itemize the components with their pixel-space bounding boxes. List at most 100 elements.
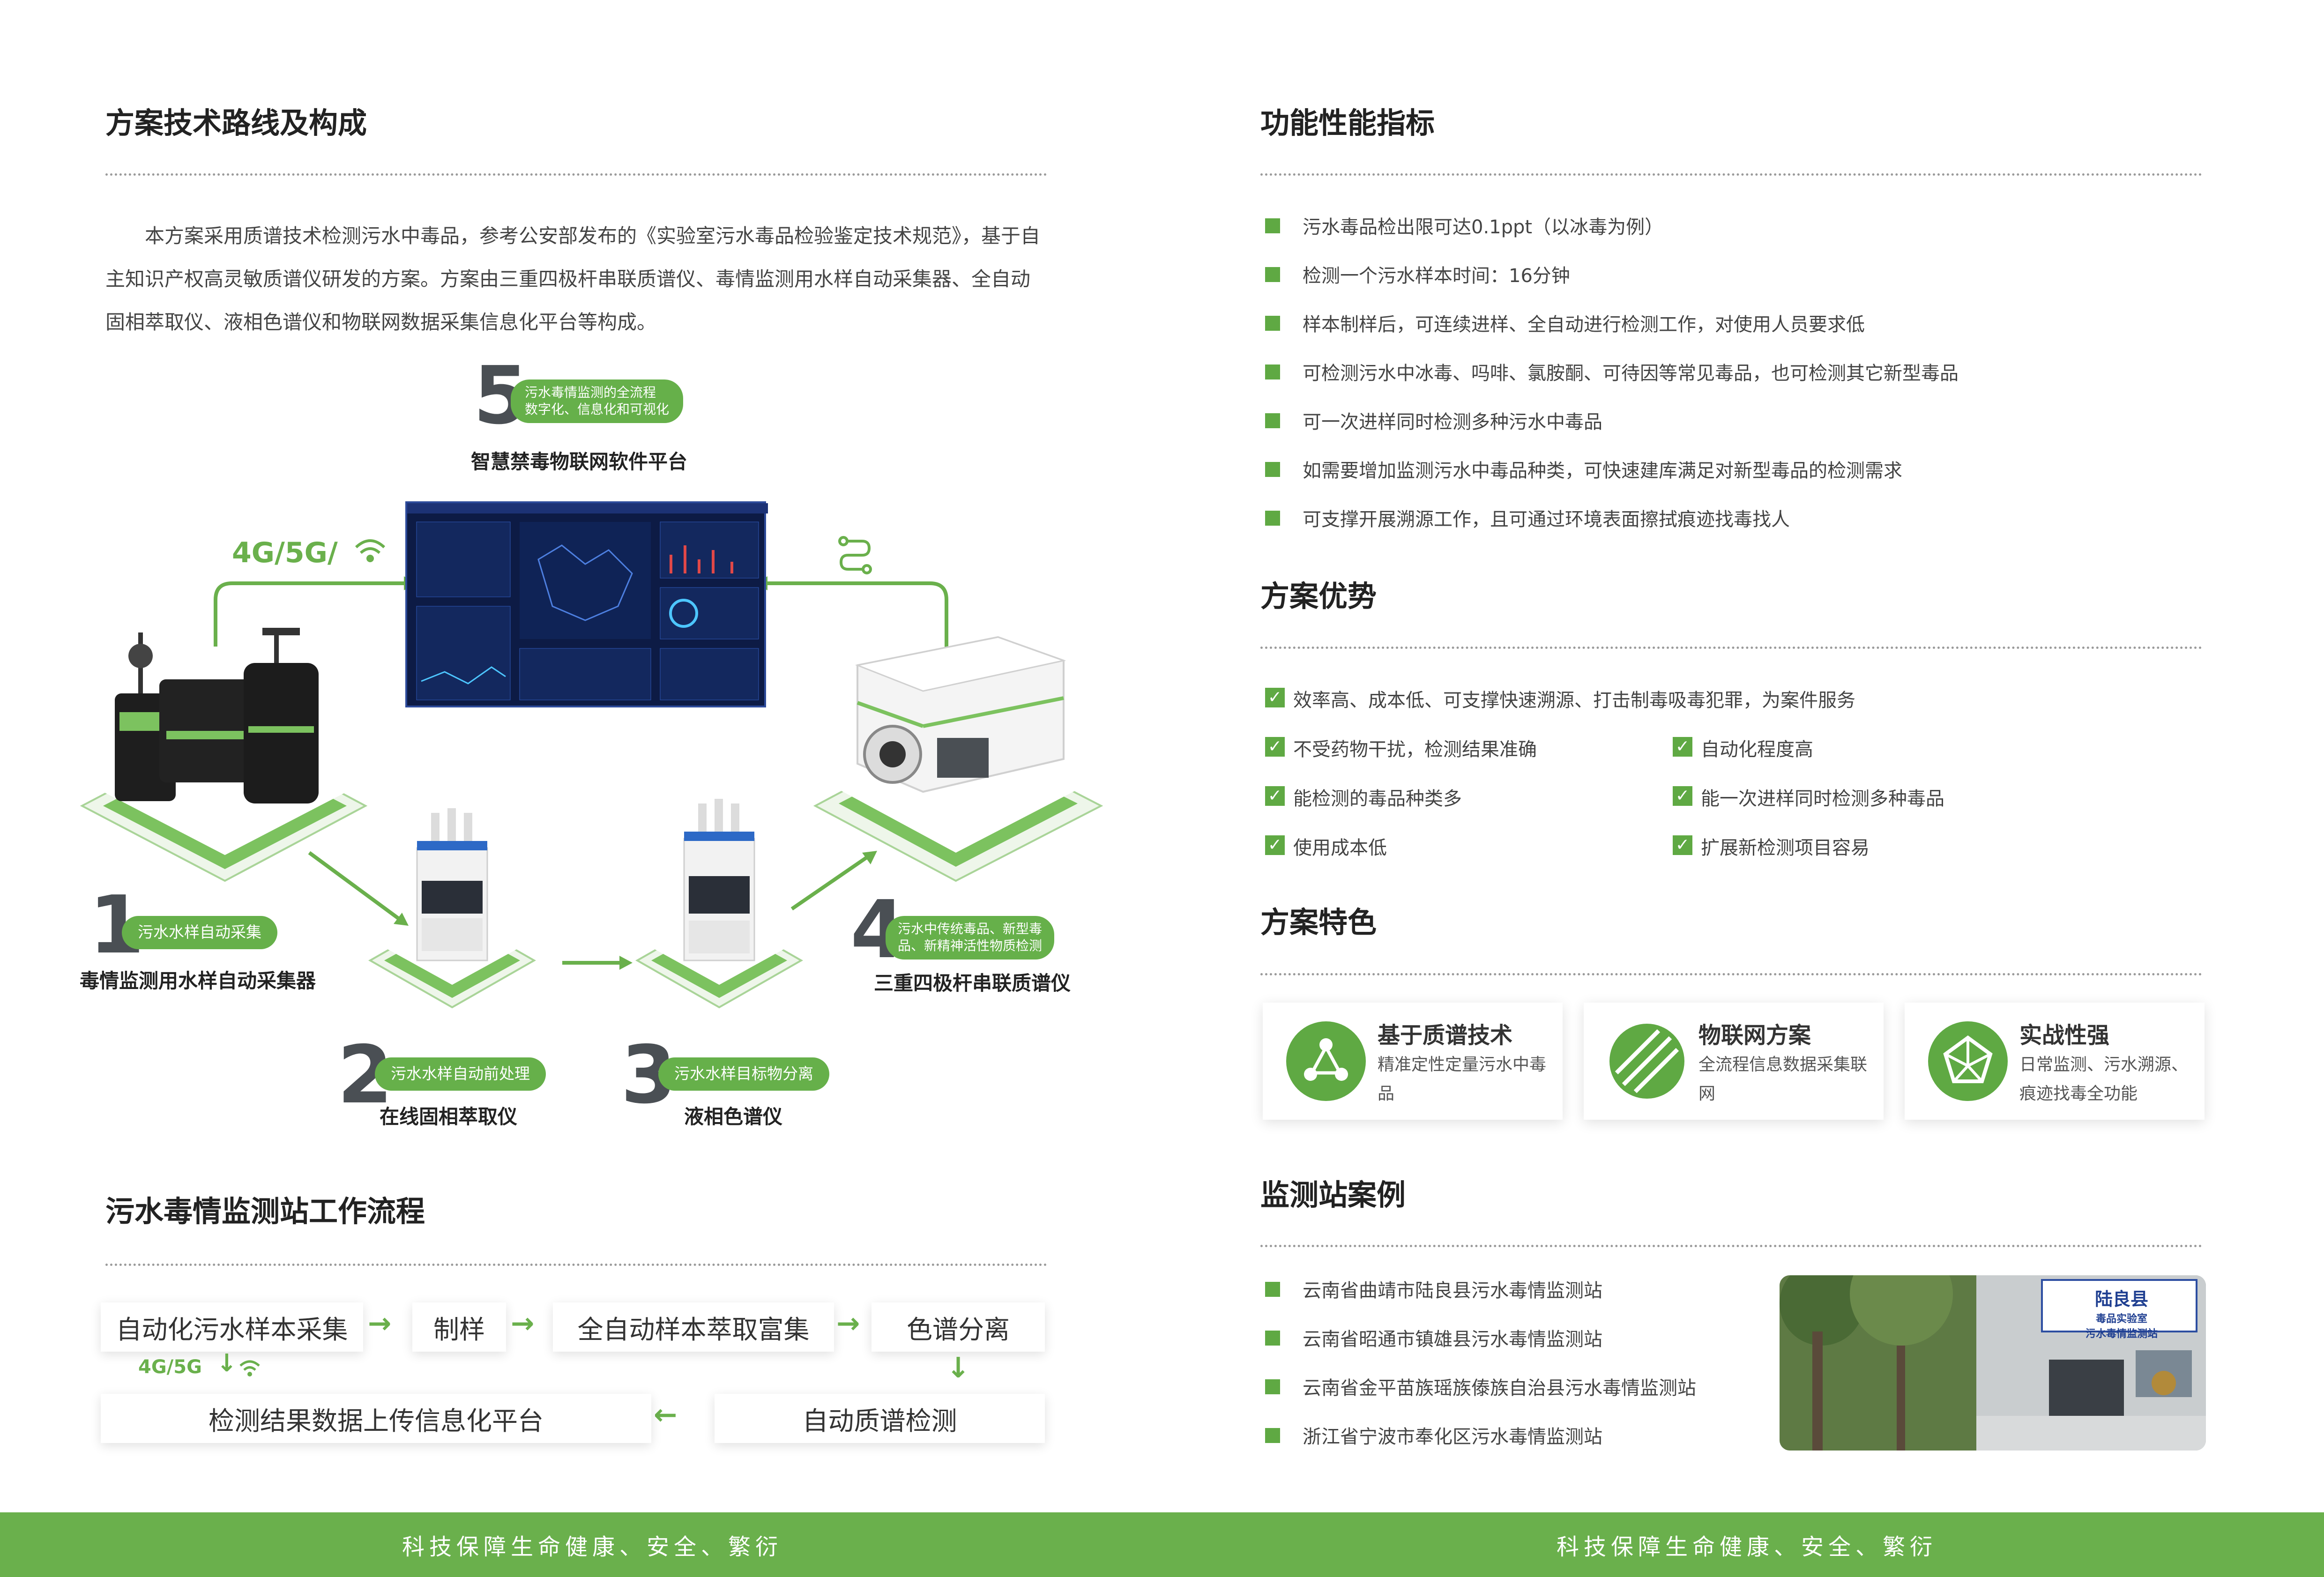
workflow-step-upload: 检测结果数据上传信息化平台 (101, 1394, 651, 1443)
link-icon (838, 536, 872, 574)
divider (105, 173, 1047, 176)
advantage-item: ✓效率高、成本低、可支撑快速溯源、打击制毒吸毒犯罪，为案件服务 (1265, 685, 1855, 712)
section-title-performance: 功能性能指标 (1260, 106, 1435, 140)
water-sampler-device (115, 628, 319, 803)
arrow-down-icon: ↓ (946, 1352, 970, 1384)
check-icon: ✓ (1673, 835, 1692, 855)
check-icon: ✓ (1673, 737, 1692, 757)
footer-slogan-right: 科技保障生命健康、安全、繁衍 (1557, 1534, 1937, 1560)
case-item: 浙江省宁波市奉化区污水毒情监测站 (1265, 1421, 1696, 1470)
arrow-right-icon: → (511, 1307, 535, 1340)
advantage-item: ✓能检测的毒品种类多 (1265, 783, 1462, 811)
advantage-item: ✓自动化程度高 (1673, 734, 1813, 761)
platform-dashboard-screen (405, 501, 768, 707)
section-title-workflow: 污水毒情监测站工作流程 (105, 1194, 425, 1228)
stage-tag-5-line1: 污水毒情监测的全流程 (525, 385, 656, 400)
bullet-square-icon (1265, 267, 1280, 282)
arrow-right-icon: → (368, 1307, 392, 1340)
case-item: 云南省金平苗族瑶族傣族自治县污水毒情监测站 (1265, 1373, 1696, 1421)
advantage-item: ✓不受药物干扰，检测结果准确 (1265, 734, 1537, 761)
wifi-icon (239, 1360, 260, 1376)
feature-desc: 全流程信息数据采集联网 (1698, 1055, 1868, 1103)
workflow-step-ms-detection: 自动质谱检测 (715, 1394, 1045, 1443)
liquid-chromatograph (683, 799, 755, 961)
performance-item: 可支撑开展溯源工作，且可通过环境表面擦拭痕迹找毒找人 (1265, 504, 1959, 553)
performance-item: 样本制样后，可连续进样、全自动进行检测工作，对使用人员要求低 (1265, 309, 1959, 358)
check-icon: ✓ (1265, 737, 1285, 757)
stage-tag-2: 污水水样自动前处理 (375, 1057, 546, 1091)
stage-name-4: 三重四极杆串联质谱仪 (874, 972, 1071, 995)
stage-tag-5-line2: 数字化、信息化和可视化 (525, 402, 670, 417)
workflow-step-extraction: 全自动样本萃取富集 (553, 1302, 834, 1352)
section-title-cases: 监测站案例 (1260, 1178, 1406, 1212)
workflow-step-prep: 制样 (412, 1302, 506, 1352)
pentagon-star-icon (1928, 1021, 2008, 1101)
bullet-square-icon (1265, 364, 1280, 379)
stage-name-5: 智慧禁毒物联网软件平台 (471, 450, 688, 473)
section-title-tech-route: 方案技术路线及构成 (105, 106, 367, 140)
molecule-icon (1286, 1021, 1366, 1101)
case-item: 云南省曲靖市陆良县污水毒情监测站 (1265, 1275, 1696, 1324)
performance-item: 可一次进样同时检测多种污水中毒品 (1265, 407, 1959, 455)
bullet-square-icon (1265, 1282, 1280, 1297)
performance-item: 如需要增加监测污水中毒品种类，可快速建库满足对新型毒品的检测需求 (1265, 455, 1959, 504)
advantage-item: ✓扩展新检测项目容易 (1673, 833, 1870, 860)
performance-list: 污水毒品检出限可达0.1ppt（以冰毒为例） 检测一个污水样本时间：16分钟 样… (1265, 212, 1959, 553)
station-sign: 陆良县 毒品实验室 污水毒情监测站 (2051, 1285, 2192, 1340)
advantage-item: ✓使用成本低 (1265, 833, 1387, 860)
stage-name-3: 液相色谱仪 (684, 1105, 783, 1128)
workflow-step-separation: 色谱分离 (872, 1302, 1045, 1352)
check-icon: ✓ (1673, 786, 1692, 806)
feature-title: 基于质谱技术 (1378, 1022, 1513, 1049)
bullet-square-icon (1265, 511, 1280, 526)
arrow-ms-to-platform (764, 581, 948, 661)
bullet-square-icon (1265, 1379, 1280, 1394)
stage-tag-1: 污水水样自动采集 (122, 916, 277, 949)
advantage-item: ✓能一次进样同时检测多种毒品 (1673, 783, 1944, 811)
feature-title: 物联网方案 (1698, 1022, 1811, 1049)
bullet-square-icon (1265, 316, 1280, 331)
dashboard-graphics (407, 503, 768, 700)
divider (1260, 173, 2202, 176)
stage-tag-4: 污水中传统毒品、新型毒 品、新精神活性物质检测 (886, 916, 1055, 960)
check-icon: ✓ (1265, 688, 1285, 707)
wifi-icon (355, 539, 386, 562)
bullet-square-icon (1265, 218, 1280, 233)
feature-desc: 日常监测、污水溯源、痕迹找毒全功能 (2019, 1055, 2189, 1103)
station-photo-graphic (1780, 1275, 2206, 1451)
station-sign-line2: 毒品实验室 (2095, 1313, 2147, 1325)
bullet-square-icon (1265, 413, 1280, 428)
stage-tag-5: 污水毒情监测的全流程 数字化、信息化和可视化 (511, 379, 684, 423)
station-sign-line3: 污水毒情监测站 (2085, 1328, 2158, 1340)
arrow-1-to-2 (308, 851, 400, 920)
stage-name-1: 毒情监测用水样自动采集器 (80, 969, 316, 992)
diagram-graphics (80, 536, 1103, 1009)
check-icon: ✓ (1265, 786, 1285, 806)
performance-item: 检测一个污水样本时间：16分钟 (1265, 260, 1959, 309)
stage-name-2: 在线固相萃取仪 (380, 1105, 518, 1128)
stage-tag-4-line1: 污水中传统毒品、新型毒 (898, 921, 1043, 937)
divider (1260, 1245, 2202, 1247)
arrow-collector-to-platform (214, 581, 408, 647)
arrow-right-icon: → (836, 1307, 860, 1340)
spe-instrument (416, 808, 488, 961)
arrow-left-icon: ← (654, 1398, 678, 1431)
footer-bar: 科技保障生命健康、安全、繁衍 科技保障生命健康、安全、繁衍 (0, 1512, 2324, 1577)
globe-stripes-icon (1609, 1024, 1684, 1099)
divider (105, 1264, 1047, 1266)
stage-tag-3: 污水水样目标物分离 (658, 1057, 829, 1091)
feature-card-practical: 实战性强 日常监测、污水溯源、痕迹找毒全功能 (1905, 1003, 2205, 1120)
feature-card-iot: 物联网方案 全流程信息数据采集联网 (1584, 1003, 1884, 1120)
mass-spectrometer (855, 636, 1066, 793)
section-title-features: 方案特色 (1260, 905, 1377, 939)
case-item: 云南省昭通市镇雄县污水毒情监测站 (1265, 1324, 1696, 1373)
performance-item: 污水毒品检出限可达0.1ppt（以冰毒为例） (1265, 212, 1959, 260)
performance-item: 可检测污水中冰毒、吗啡、氯胺酮、可待因等常见毒品，也可检测其它新型毒品 (1265, 358, 1959, 407)
case-list: 云南省曲靖市陆良县污水毒情监测站 云南省昭通市镇雄县污水毒情监测站 云南省金平苗… (1265, 1275, 1696, 1470)
feature-title: 实战性强 (2019, 1022, 2110, 1049)
arrow-3-to-4 (790, 855, 868, 911)
workflow-step-sampling: 自动化污水样本采集 (101, 1302, 363, 1352)
network-label: 4G/5G/ (232, 536, 338, 569)
monitoring-station-photo: 陆良县 毒品实验室 污水毒情监测站 (1780, 1275, 2206, 1451)
bullet-square-icon (1265, 1331, 1280, 1346)
